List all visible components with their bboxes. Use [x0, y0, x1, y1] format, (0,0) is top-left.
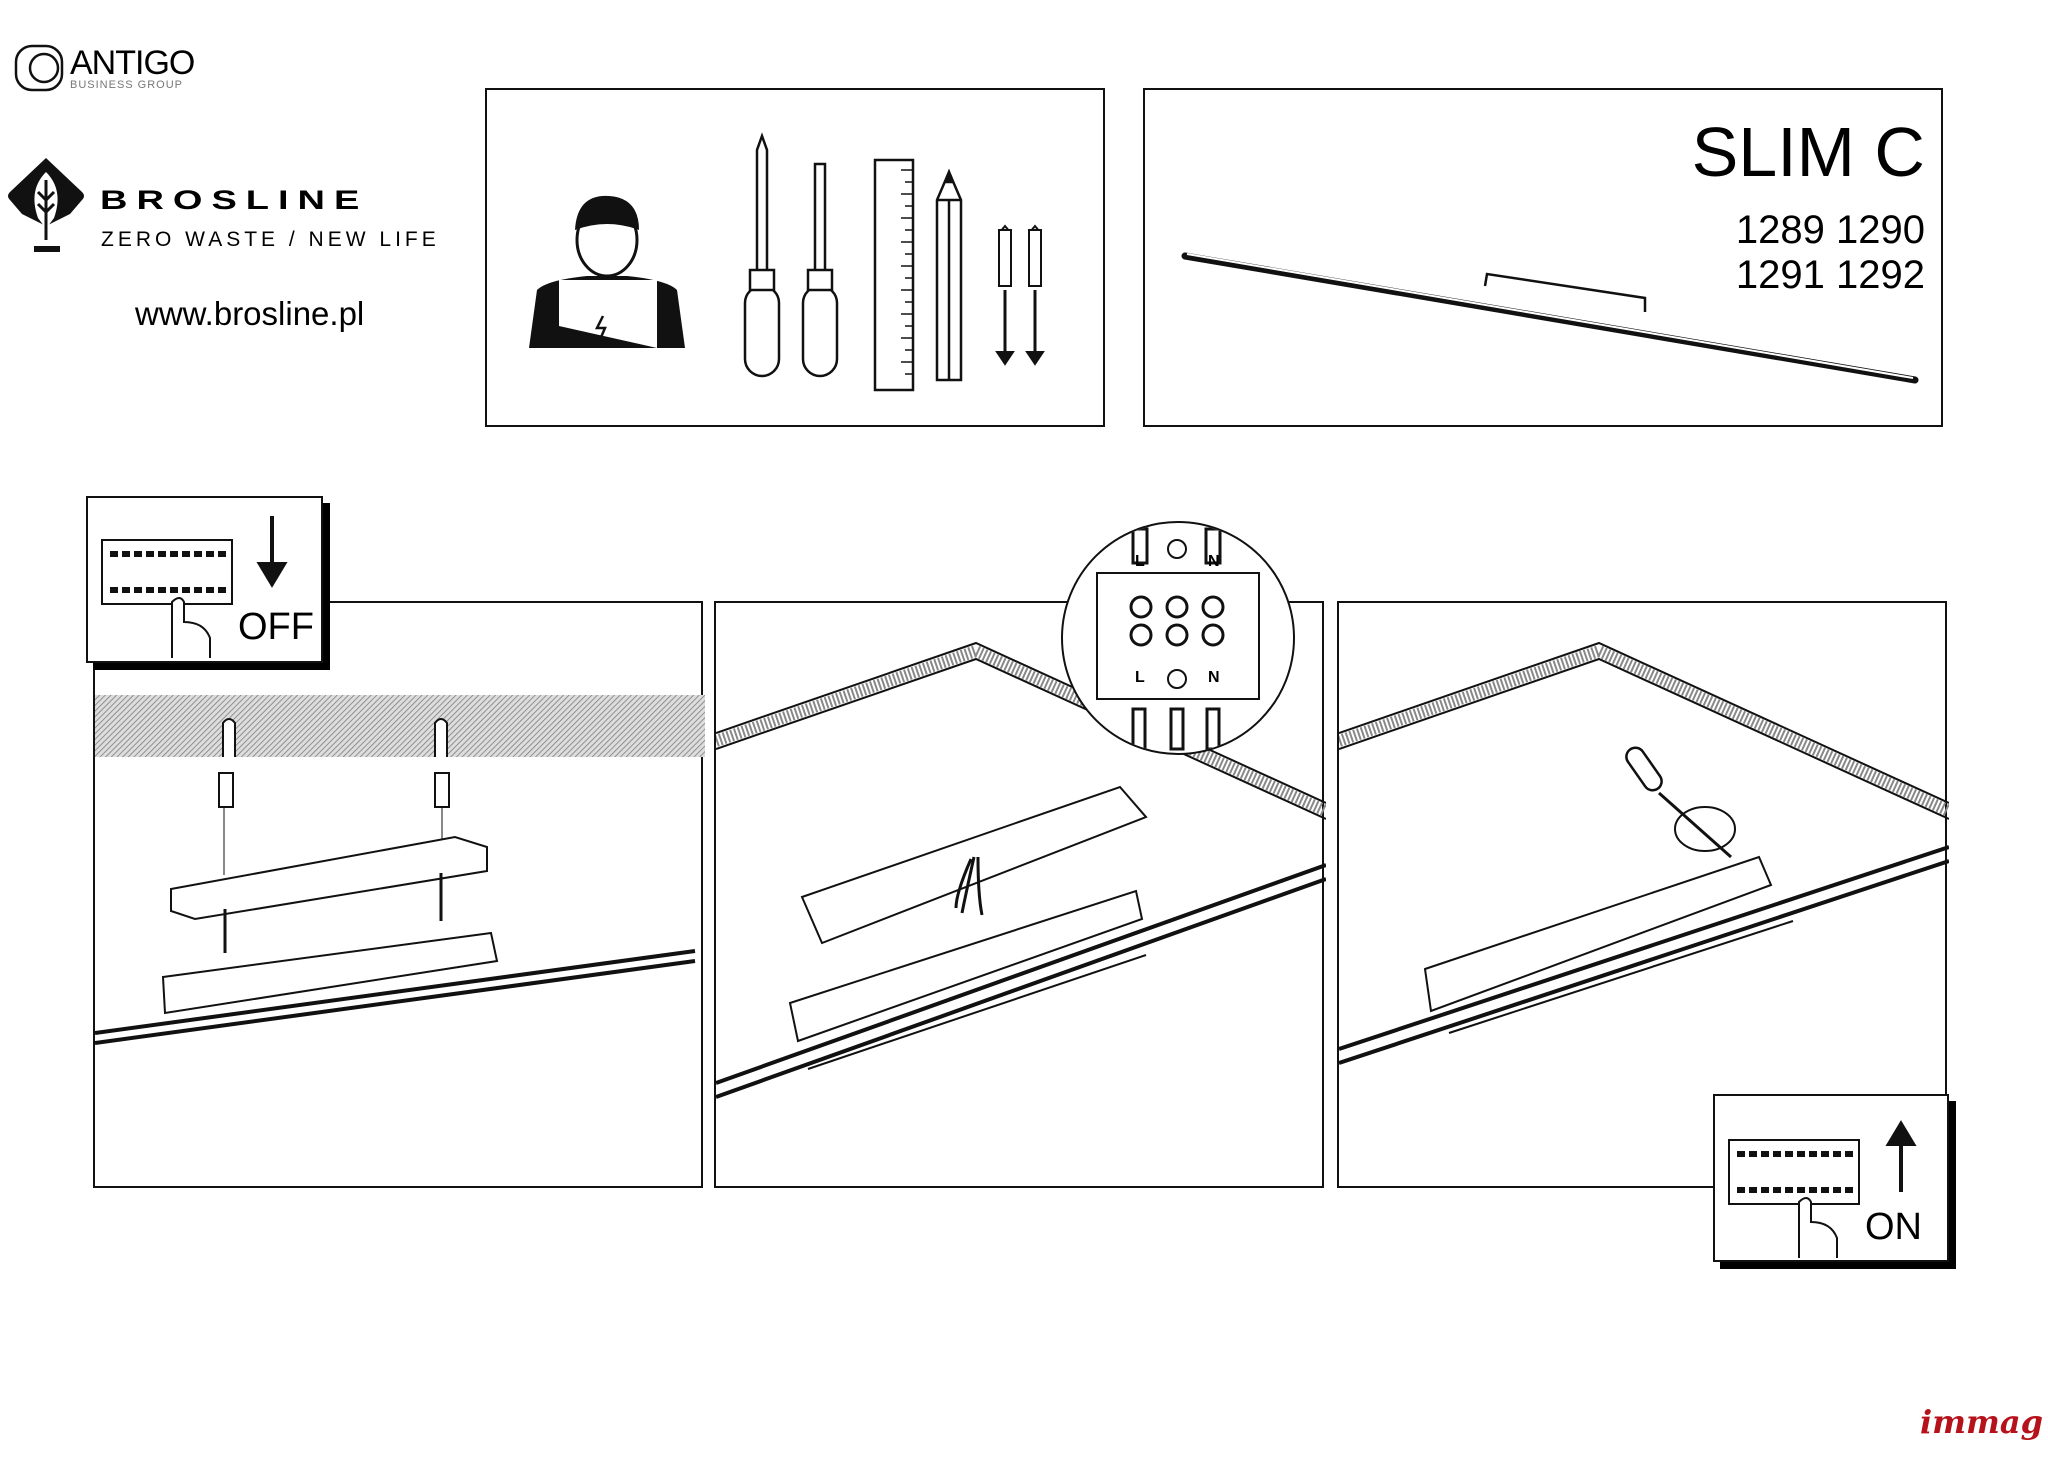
power-off-panel: OFF [86, 496, 323, 663]
tools-panel [485, 88, 1105, 427]
electrician-icon [529, 195, 685, 348]
terminal-bottom-l: L [1135, 669, 1145, 686]
terminal-top-n: N [1208, 553, 1220, 570]
terminal-top-l: L [1135, 553, 1145, 570]
fixing-lamp-illustration [1339, 641, 1949, 1065]
immag-watermark: immag [1920, 1403, 2043, 1441]
antigo-mark-icon [14, 44, 64, 92]
screwdriver-icon [743, 132, 839, 378]
step-1-panel [93, 601, 705, 1188]
tools-illustration [529, 132, 1045, 392]
power-on-panel: ON [1713, 1094, 1949, 1262]
step-3-panel [1337, 601, 1949, 1188]
product-codes-line1: 1289 1290 [1735, 208, 1925, 252]
terminal-bottom-n: N [1208, 669, 1220, 686]
antigo-logo: ANTIGO BUSINESS GROUP [14, 44, 214, 94]
terminal-block-icon [1096, 527, 1260, 751]
product-panel: SLIM C 1289 1290 1291 1292 [1143, 88, 1943, 427]
mounting-bracket-illustration [95, 695, 705, 1045]
antigo-sub: BUSINESS GROUP [70, 79, 184, 91]
product-codes-line2: 1291 1292 [1735, 253, 1925, 297]
brosline-tagline: ZERO WASTE / NEW LIFE [101, 228, 440, 251]
ruler-icon [873, 158, 915, 392]
product-name: SLIM C [1691, 113, 1925, 191]
screwdriver-icon [1625, 746, 1736, 859]
step-2-panel [714, 601, 1326, 1188]
website-url[interactable]: www.brosline.pl [135, 295, 365, 332]
ground-symbol-icon [1167, 669, 1187, 689]
circuit-breaker-on-icon [1728, 1120, 1917, 1258]
brosline-name: BROSLINE [100, 186, 369, 216]
tree-leaf-icon [8, 158, 84, 252]
power-off-label: OFF [238, 606, 314, 648]
antigo-name: ANTIGO [70, 44, 195, 82]
circuit-breaker-off-icon [101, 516, 288, 658]
wiring-illustration [716, 641, 1326, 1099]
ground-symbol-icon [1167, 539, 1187, 559]
power-on-label: ON [1865, 1206, 1922, 1248]
lamp-illustration [1181, 252, 1919, 384]
terminal-block-detail: L N L N [1061, 521, 1295, 755]
wall-plug-icon [995, 224, 1045, 366]
pencil-icon [935, 168, 963, 382]
brosline-logo: BROSLINE ZERO WASTE / NEW LIFE [8, 156, 468, 256]
